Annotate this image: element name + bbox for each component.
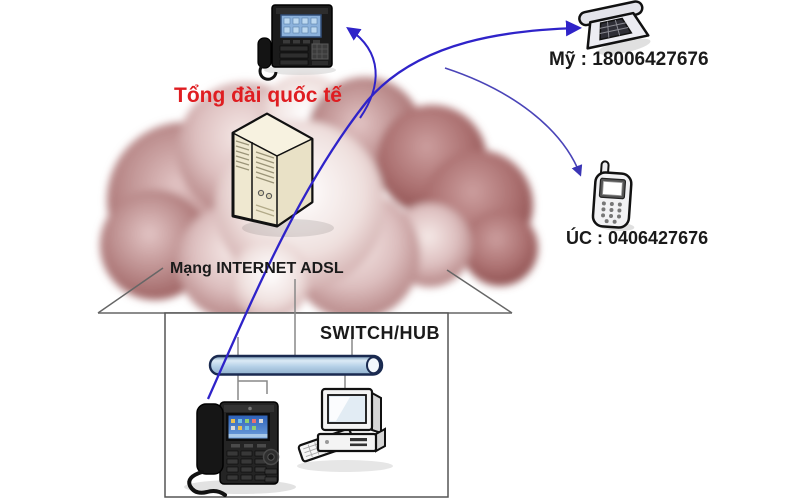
call-path-arrows (206, 20, 583, 400)
australia-number-label: ÚC : 0406427676 (566, 228, 709, 248)
ip-phone-lan-icon (184, 401, 296, 497)
desk-phone-usa-icon (578, 0, 651, 55)
mobile-phone-australia-icon (591, 160, 635, 232)
pbx-server-icon (231, 112, 334, 237)
pbx-label: Tổng đài quốc tế (174, 84, 342, 107)
desktop-computer-icon (297, 387, 393, 472)
switch-hub-label: SWITCH/HUB (320, 323, 440, 343)
usa-number-label: Mỹ : 18006427676 (549, 49, 709, 70)
connector-lines (237, 279, 353, 400)
switch-cylinder (208, 354, 384, 376)
call-arrow-to-mobile (444, 67, 583, 177)
internet-cloud-icon (100, 74, 538, 320)
call-path-to-usa (206, 20, 583, 400)
call-arrow-to-ip-phone (346, 27, 377, 119)
internet-adsl-label: Mạng INTERNET ADSL (170, 260, 344, 277)
ip-phone-top-icon (257, 4, 336, 81)
